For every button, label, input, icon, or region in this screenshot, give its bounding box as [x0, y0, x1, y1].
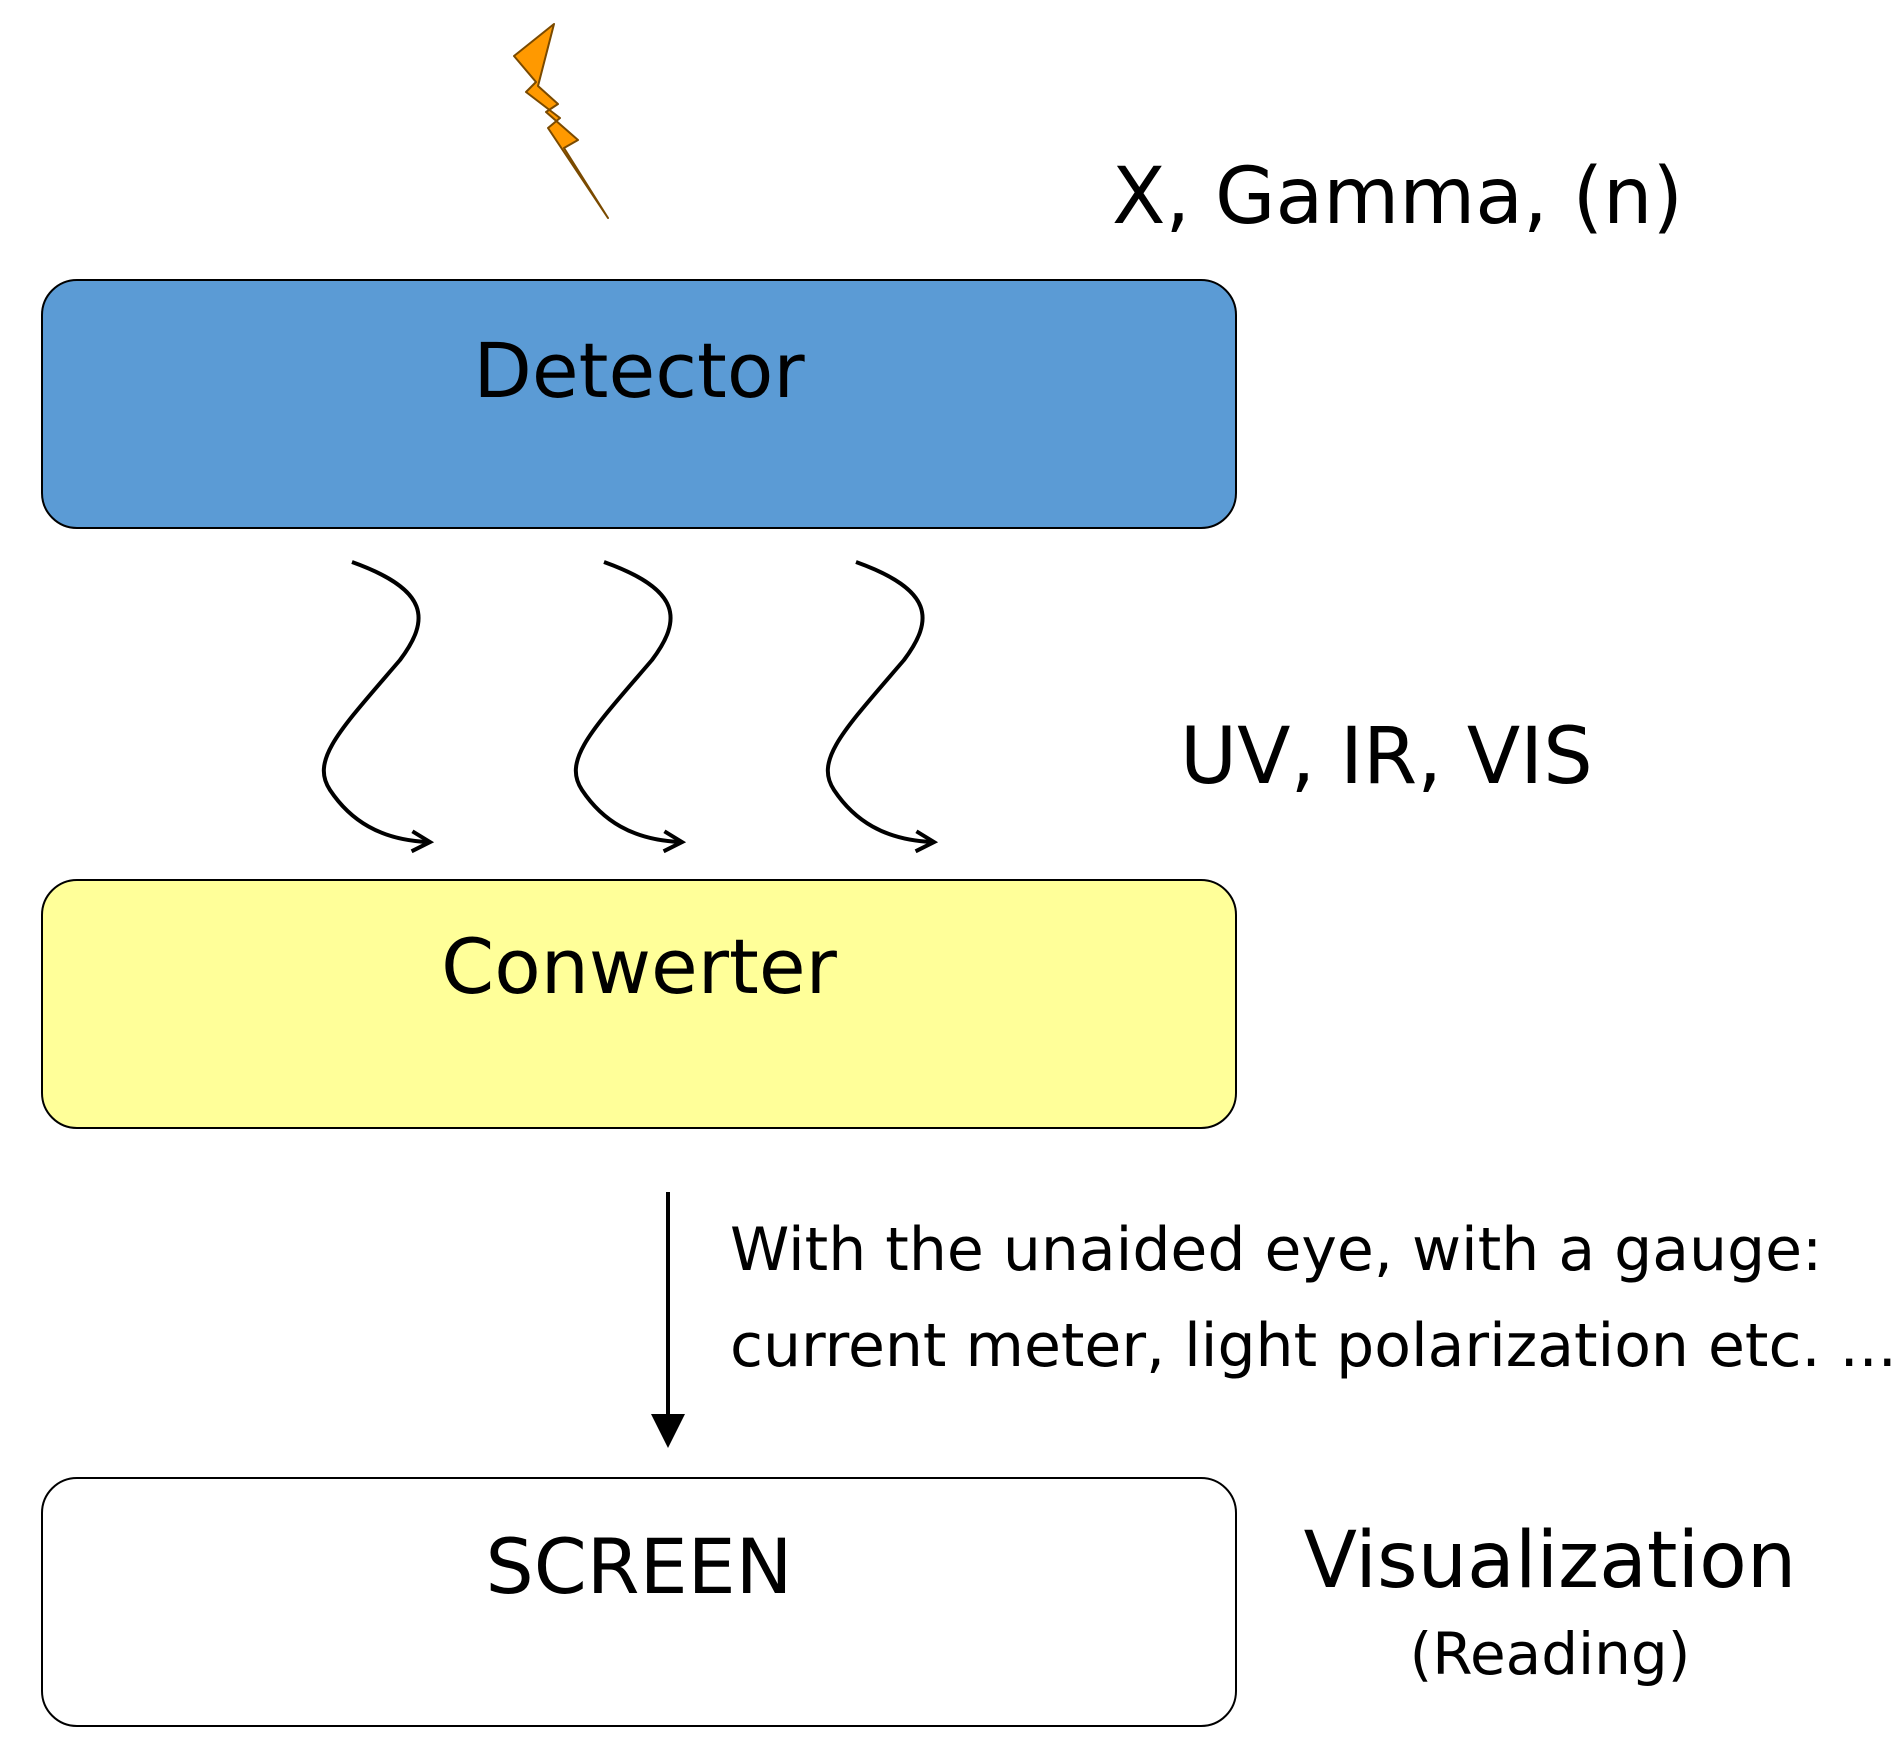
screen-box: SCREEN: [41, 1477, 1237, 1727]
detector-box: Detector: [41, 279, 1237, 529]
visualization-subtitle: (Reading): [1409, 1620, 1691, 1688]
reading-arrow-head: [651, 1414, 685, 1448]
light-type-label: UV, IR, VIS: [1180, 712, 1593, 802]
wavy-arrow-1: [321, 560, 428, 842]
reading-note-line-2: current meter, light polarization etc. .…: [730, 1311, 1895, 1381]
screen-label: SCREEN: [485, 1522, 793, 1611]
converter-box: Conwerter: [41, 879, 1237, 1129]
reading-note-line-1: With the unaided eye, with a gauge:: [730, 1215, 1823, 1285]
radiation-type-label: X, Gamma, (n): [1112, 152, 1683, 242]
lightning-bolt-shape: [513, 23, 609, 219]
visualization-title: Visualization: [1303, 1516, 1797, 1606]
wavy-arrow-2: [573, 560, 680, 842]
wavy-arrow-3: [825, 560, 932, 842]
converter-label: Conwerter: [441, 922, 837, 1011]
detector-label: Detector: [473, 326, 805, 415]
